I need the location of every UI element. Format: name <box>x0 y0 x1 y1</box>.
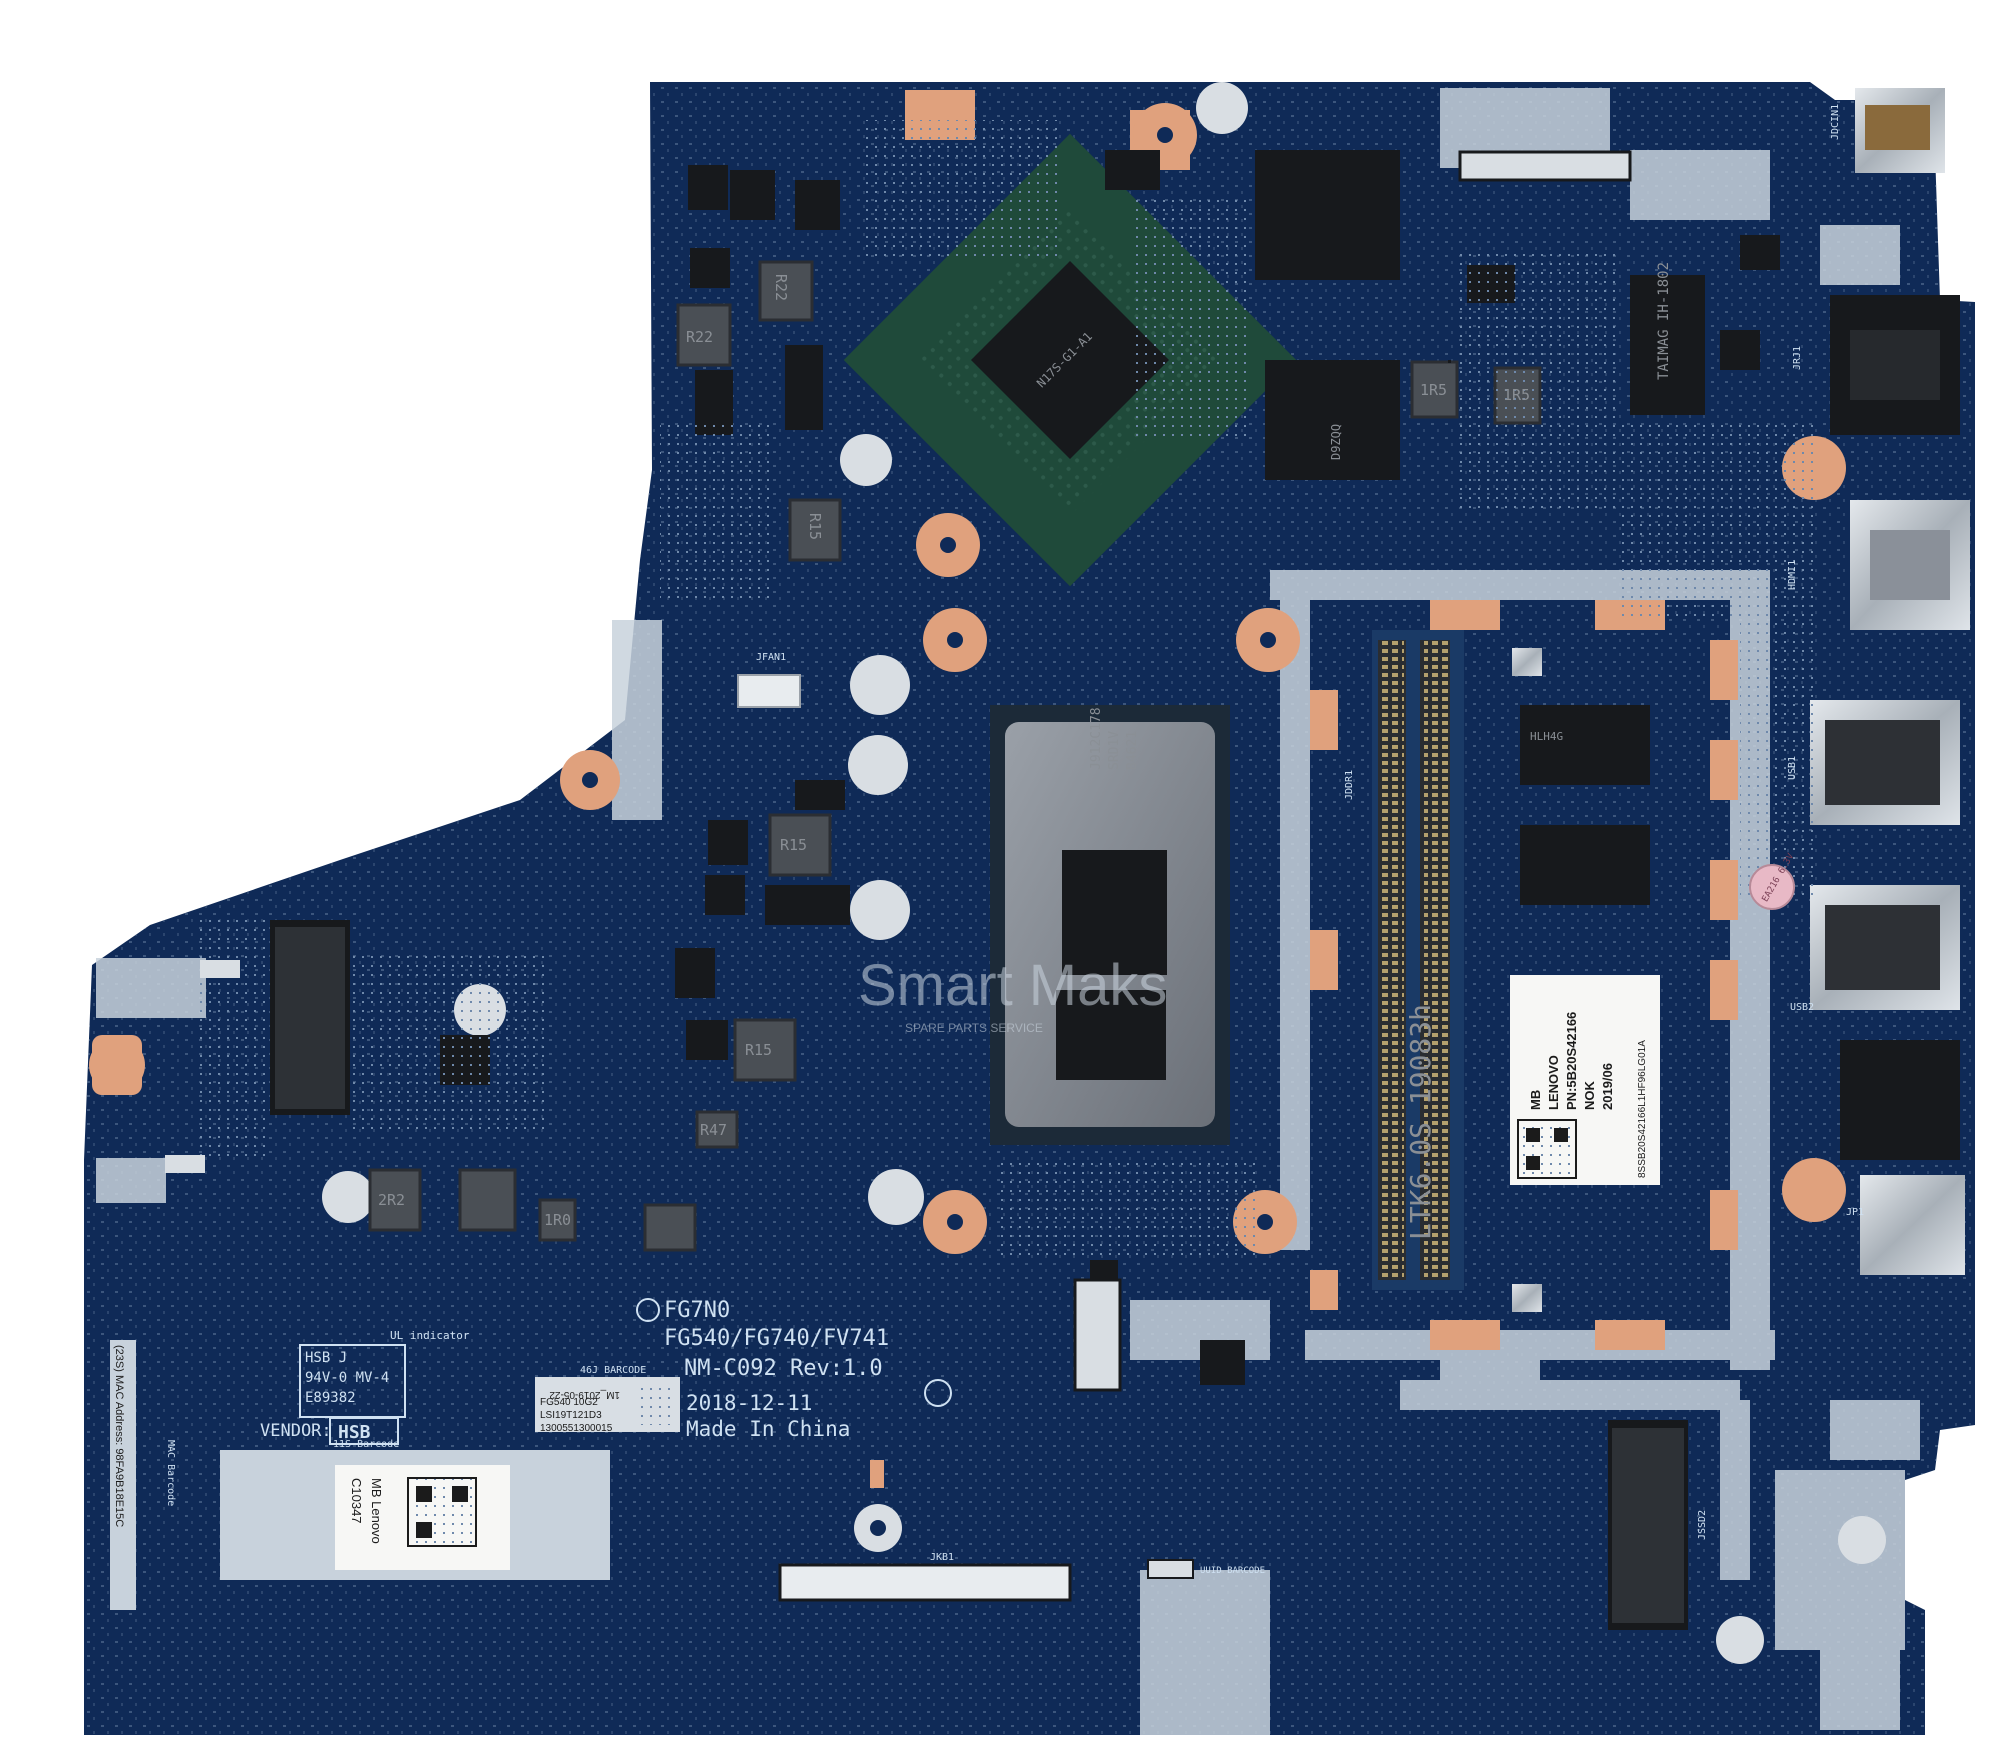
sticker-line-1: MB <box>1528 1090 1543 1110</box>
board-model-3: NM-C092 Rev:1.0 <box>684 1356 883 1381</box>
pcb-barcode-line1: 1M_2019-05-22 <box>549 1389 620 1400</box>
inductor-label-10: 1R5 <box>1503 386 1530 404</box>
port-label-jssd2: JSSD2 <box>1697 1510 1708 1540</box>
ram-chips <box>1520 705 1650 905</box>
inductor-label-3: R15 <box>806 513 824 540</box>
smd-fields <box>200 120 1820 1260</box>
board-date: 2018-12-11 <box>686 1391 812 1415</box>
small-sticker-line-1: MB Lenovo <box>369 1478 384 1544</box>
mount-holes <box>322 82 1886 1664</box>
port-label-jkb1: JKB1 <box>930 1552 954 1563</box>
inductor-label-7: 2R2 <box>378 1191 405 1209</box>
inductor-label-2: R22 <box>686 328 713 346</box>
watermark-sub: SPARE PARTS SERVICE <box>905 1021 1043 1035</box>
port-label-jddr1: JDDR1 <box>1344 770 1355 800</box>
inductor-label-9: 1R5 <box>1420 381 1447 399</box>
silkscreen: FG7N0 FG540/FG740/FV741 NM-C092 Rev:1.0 … <box>113 1298 1265 1576</box>
port-label-jdcin1: JDCIN1 <box>1830 104 1841 140</box>
pcb-barcode-line2: FG540 10G2 <box>540 1397 598 1408</box>
chip-markings: N17S-G1-A1 J912C178 SRD1V B4621 D9ZQQ HL… <box>1034 262 1797 1240</box>
connectors <box>165 150 1632 1602</box>
mac-address: (23S) MAC Address: 98FA9B18E15C <box>113 1345 125 1527</box>
mac-barcode: MAC Barcode <box>165 1440 176 1506</box>
inductor-label-4: R15 <box>780 836 807 854</box>
slot-marking: LTK6.0S 19083h <box>1404 1004 1437 1240</box>
pn-sticker: MB LENOVO PN:5B20S42166 NOK 2019/06 8SSB… <box>1510 975 1660 1185</box>
inductor-label-6: R47 <box>700 1121 727 1139</box>
barcode-11s: 11S Barcode <box>333 1439 399 1450</box>
barcode-46j: 46J BARCODE <box>580 1365 646 1376</box>
mac-barcode-strip <box>110 1340 136 1610</box>
pcb-barcode-line4: 1300551300015 <box>540 1423 613 1434</box>
pcb-barcode-line3: LSI19T121D3 <box>540 1410 602 1421</box>
ul-indicator: UL indicator <box>390 1329 470 1342</box>
board-model-2: FG540/FG740/FV741 <box>664 1326 889 1351</box>
inductor-label-8: 1R0 <box>544 1211 571 1229</box>
watermark: Smart Maks SPARE PARTS SERVICE <box>858 953 1167 1035</box>
inductor-label-5: R15 <box>745 1041 772 1059</box>
ddr-slot <box>1372 630 1542 1312</box>
port-label-jfan1: JFAN1 <box>756 652 786 663</box>
vram-marking: D9ZQQ <box>1329 424 1343 460</box>
cpu-package <box>990 705 1230 1145</box>
ul-maker: HSB J <box>305 1350 347 1366</box>
sticker-line-2: LENOVO <box>1546 1055 1561 1110</box>
inductor-labels: R22 R22 R15 R15 R15 R47 2R2 1R0 1R5 1R5 <box>378 274 1530 1229</box>
port-label-usb2: USB2 <box>1790 1002 1814 1013</box>
port-label-hdmi: HDMI1 <box>1787 560 1798 590</box>
cpu-marking-3: B4621 <box>1125 731 1140 770</box>
vram-chips <box>1105 150 1400 480</box>
small-sticker-line-2: C10347 <box>349 1478 364 1524</box>
port-labels: HDMI1 USB1 USB2 JP1 JRJ1 JDCIN1 JSSD2 JD… <box>756 104 1864 1563</box>
ul-rating: 94V-0 MV-4 <box>305 1370 389 1386</box>
sticker-line-5: 2019/06 <box>1600 1063 1615 1110</box>
sticker-serial: 8SSB20S42166L1HF96LG01A <box>1637 1040 1648 1178</box>
watermark-text: Smart Maks <box>858 953 1167 1018</box>
port-label-usb1: USB1 <box>1787 756 1798 780</box>
ul-file: E89382 <box>305 1390 356 1406</box>
lan-marking: TAIMAG IH-1802 <box>1656 262 1672 380</box>
board-model-1: FG7N0 <box>664 1298 730 1323</box>
cpu-marking-2: SRD1V <box>1107 731 1122 770</box>
board-made-in: Made In China <box>686 1417 850 1441</box>
small-sticker: MB Lenovo C10347 <box>335 1465 510 1570</box>
port-label-jp1: JP1 <box>1846 1207 1864 1218</box>
sticker-line-3: PN:5B20S42166 <box>1564 1012 1579 1110</box>
vendor-label: VENDOR: <box>260 1421 332 1441</box>
cpu-marking-1: J912C178 <box>1089 707 1104 770</box>
ram-marking: HLH4G <box>1530 730 1563 743</box>
pb-free-mark <box>924 1379 952 1407</box>
port-label-jrj1: JRJ1 <box>1792 346 1803 370</box>
uuid-barcode: UUID BARCODE <box>1200 1566 1265 1576</box>
sticker-line-4: NOK <box>1582 1081 1597 1111</box>
lan-transformer <box>1630 275 1705 415</box>
electrolytic-capacitor <box>1749 864 1795 910</box>
inductor-label-1: R22 <box>772 274 790 301</box>
vendor-name: HSB <box>338 1422 371 1443</box>
right-ports <box>1810 88 1970 1275</box>
